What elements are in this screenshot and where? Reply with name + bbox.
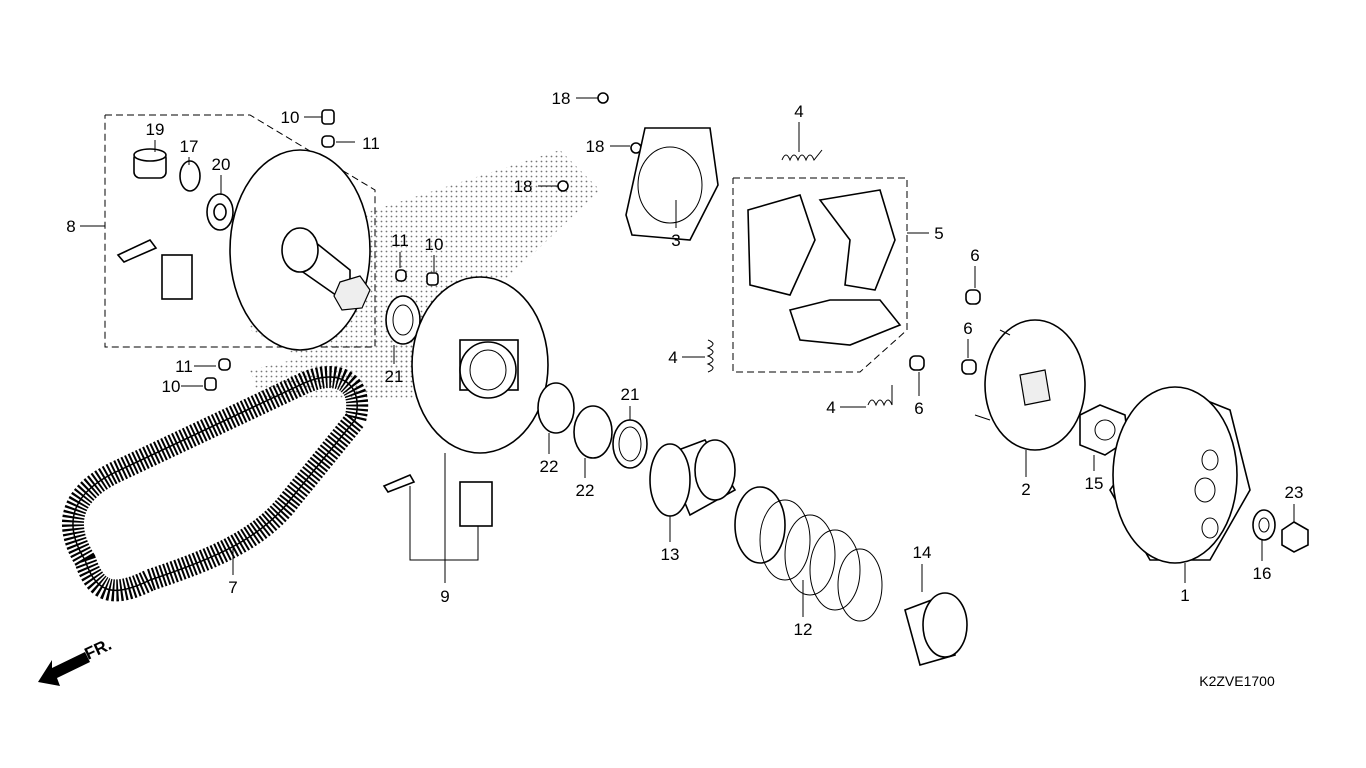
part-label-22: 22 bbox=[576, 481, 595, 500]
part-label-7: 7 bbox=[228, 578, 237, 597]
leader-lines bbox=[80, 97, 1295, 617]
part-label-2: 2 bbox=[1021, 480, 1030, 499]
part-label-15: 15 bbox=[1085, 474, 1104, 493]
part-label-6: 6 bbox=[914, 399, 923, 418]
bearing-part-20 bbox=[206, 193, 234, 231]
part-label-8: 8 bbox=[66, 217, 75, 236]
grease-tube-icon bbox=[116, 238, 158, 263]
part-label-9: 9 bbox=[440, 587, 449, 606]
part-label-12: 12 bbox=[794, 620, 813, 639]
nut-part-23 bbox=[1281, 521, 1309, 553]
part-label-4: 4 bbox=[668, 348, 677, 367]
collar-part-14 bbox=[904, 592, 968, 666]
part-label-16: 16 bbox=[1253, 564, 1272, 583]
group-box-8 bbox=[104, 114, 376, 348]
grease-label-icon bbox=[459, 481, 493, 527]
group-box-5 bbox=[732, 177, 908, 373]
o-ring-part-22 bbox=[537, 382, 575, 434]
part-label-19: 19 bbox=[146, 120, 165, 139]
part-label-13: 13 bbox=[661, 545, 680, 564]
clutch-outer-part-1 bbox=[1109, 386, 1251, 564]
part-label-18: 18 bbox=[586, 137, 605, 156]
part-label-5: 5 bbox=[934, 224, 943, 243]
plate-part-3 bbox=[625, 127, 719, 241]
collar-part-6 bbox=[965, 289, 981, 305]
part-label-20: 20 bbox=[212, 155, 231, 174]
spring-part-4 bbox=[706, 339, 714, 373]
spring-part-4 bbox=[781, 149, 823, 162]
shading bbox=[250, 150, 600, 400]
part-label-11: 11 bbox=[362, 134, 380, 153]
circlip-part-17 bbox=[179, 160, 201, 192]
collar-part-19 bbox=[133, 148, 167, 179]
part-label-22: 22 bbox=[540, 457, 559, 476]
pin-part-10 bbox=[321, 109, 335, 125]
slider-part-11 bbox=[395, 269, 407, 282]
front-arrow-icon: FR. bbox=[38, 635, 115, 686]
spring-part-12 bbox=[734, 486, 883, 622]
part-label-18: 18 bbox=[552, 89, 571, 108]
clutch-shoes-part-5 bbox=[747, 189, 902, 346]
part-label-10: 10 bbox=[425, 235, 444, 254]
collar-part-6 bbox=[961, 359, 977, 375]
part-label-3: 3 bbox=[671, 231, 680, 250]
part-label-21: 21 bbox=[385, 367, 404, 386]
part-label-11: 11 bbox=[391, 231, 409, 250]
drive-face-part-8 bbox=[229, 149, 371, 351]
part-label-18: 18 bbox=[514, 177, 533, 196]
washer-part-16 bbox=[1252, 509, 1276, 541]
part-label-1: 1 bbox=[1180, 586, 1189, 605]
clip-part-18 bbox=[557, 180, 569, 192]
drive-plate-part-2 bbox=[974, 319, 1086, 451]
part-label-23: 23 bbox=[1285, 483, 1304, 502]
part-label-6: 6 bbox=[963, 319, 972, 338]
o-ring-part-22 bbox=[573, 405, 613, 459]
driven-face-part-9 bbox=[411, 276, 549, 454]
part-label-21: 21 bbox=[621, 385, 640, 404]
clip-part-18 bbox=[597, 92, 609, 104]
collar-part-6 bbox=[909, 355, 925, 371]
diagram-code: K2ZVE1700 bbox=[1199, 673, 1275, 689]
drive-belt-part-7 bbox=[61, 366, 369, 602]
pin-part-10 bbox=[204, 377, 217, 391]
part-label-4: 4 bbox=[794, 102, 803, 121]
part-label-10: 10 bbox=[162, 377, 181, 396]
part-label-17: 17 bbox=[180, 137, 199, 156]
part-label-6: 6 bbox=[970, 246, 979, 265]
slider-part-11 bbox=[321, 135, 335, 148]
part-label-4: 4 bbox=[826, 398, 835, 417]
part-label-11: 11 bbox=[175, 357, 193, 376]
part-label-14: 14 bbox=[913, 543, 932, 562]
slider-part-11 bbox=[218, 358, 231, 371]
part-label-10: 10 bbox=[281, 108, 300, 127]
spring-part-4 bbox=[867, 385, 893, 407]
grease-label-icon bbox=[161, 254, 193, 300]
seal-collar-part-13 bbox=[649, 439, 737, 517]
grease-tube-icon bbox=[382, 473, 416, 493]
oil-seal-part-21 bbox=[385, 295, 421, 345]
pin-part-10 bbox=[426, 272, 439, 286]
